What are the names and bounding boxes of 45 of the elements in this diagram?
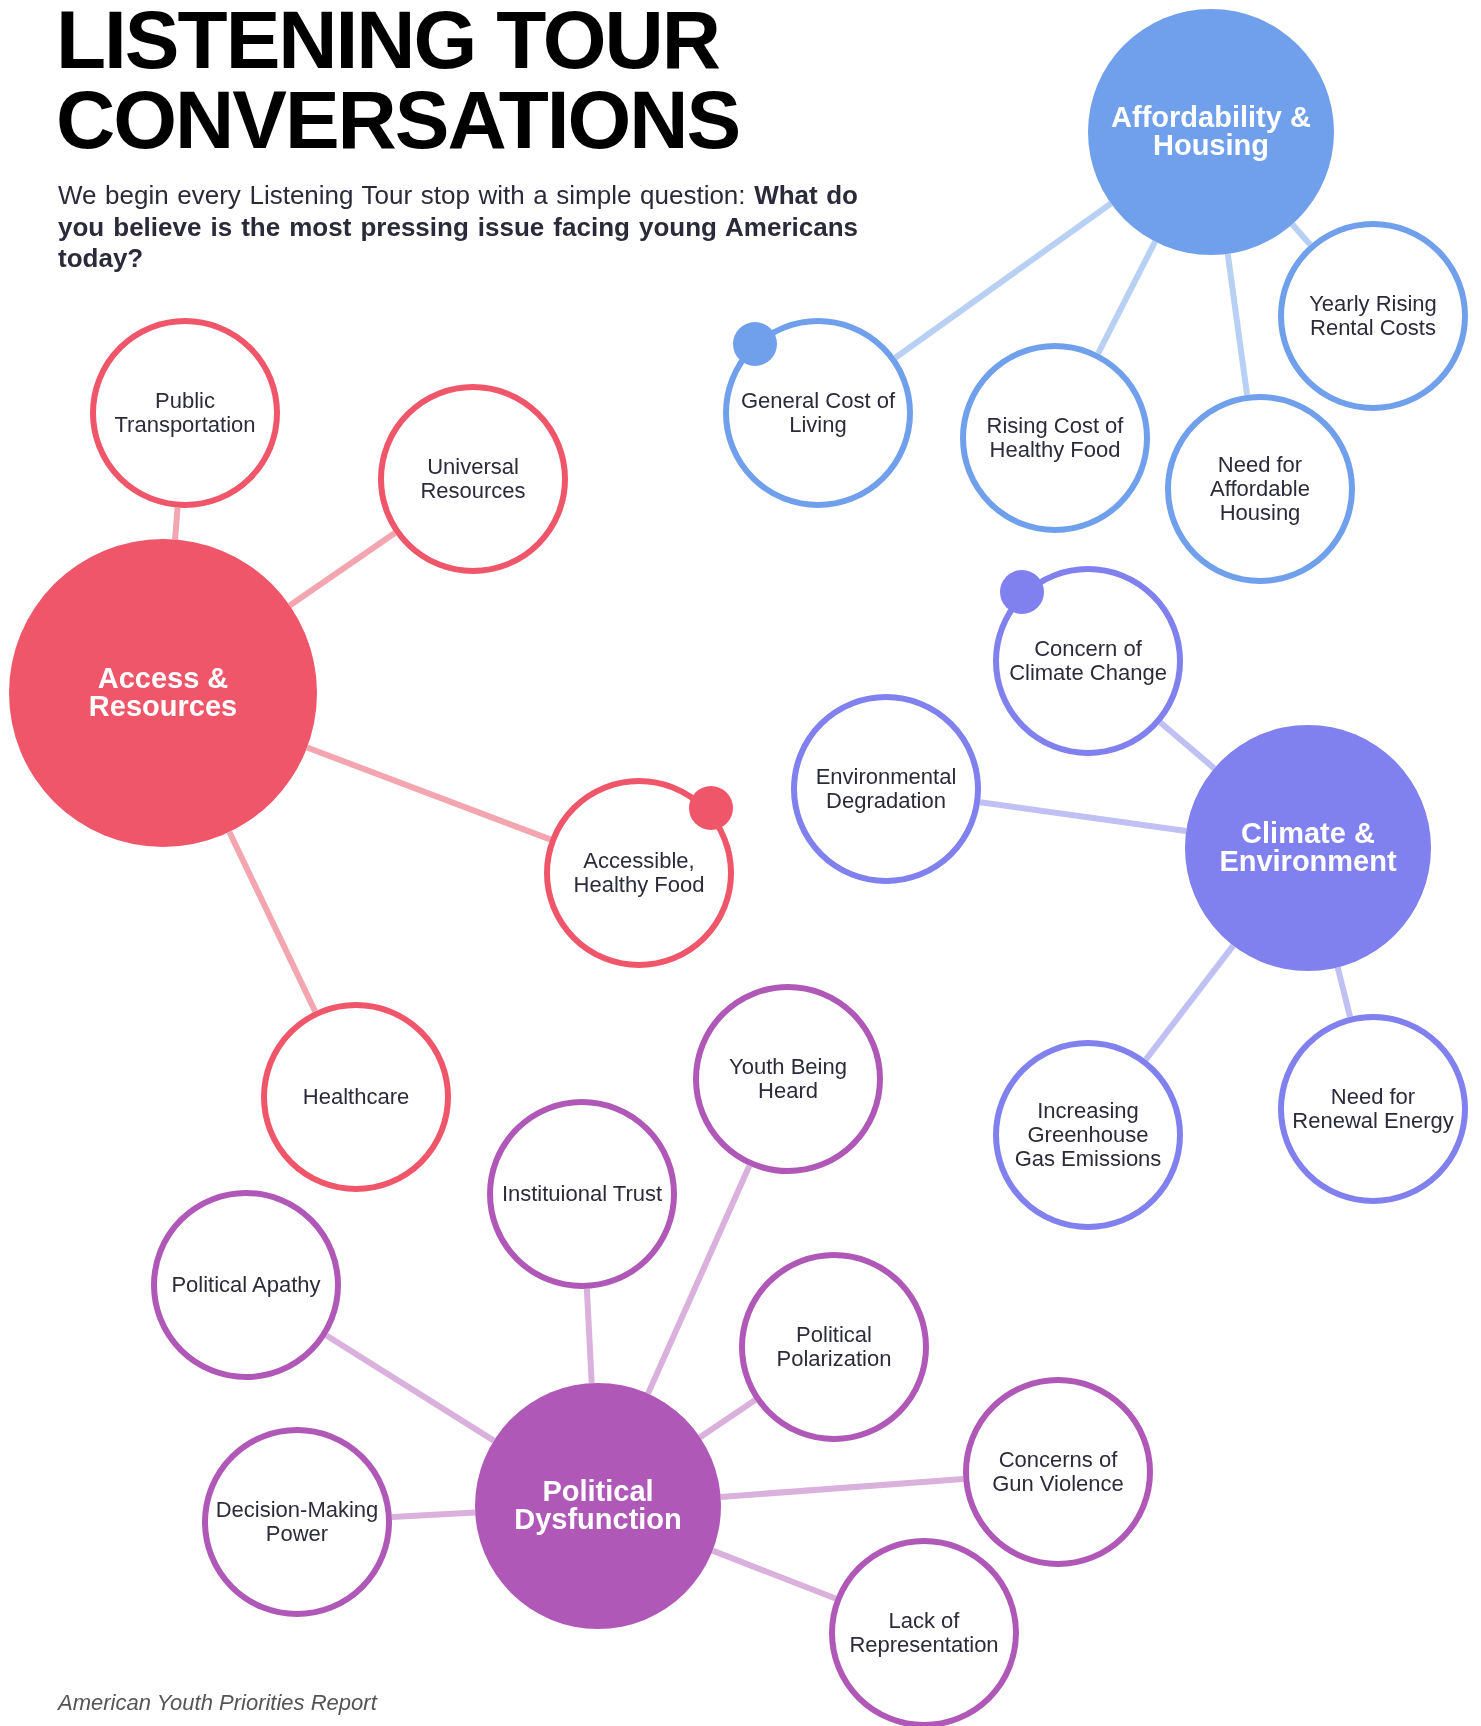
issue-label: Youth Being Heard [728, 1054, 848, 1104]
connector-line [720, 1476, 964, 1500]
issue-label: Lack of Representation [848, 1608, 1000, 1658]
issue-label: Healthcare [301, 1084, 411, 1110]
connector-line [583, 1288, 595, 1384]
connector-line [226, 830, 318, 1013]
issue-label: Political Apathy [170, 1272, 322, 1298]
connector-line [1095, 240, 1158, 355]
connector-line [172, 507, 181, 540]
issue-label: Concerns of Gun Violence [991, 1447, 1125, 1497]
connector-line [1158, 720, 1217, 771]
connector-line [288, 530, 397, 608]
hub-label: Climate & Environment [1218, 820, 1398, 876]
hub-label: Access & Resources [87, 665, 239, 721]
intro-paragraph: We begin every Listening Tour stop with a simple question: What do you believe is the most pressing issue facing young Americans today? [58, 180, 858, 276]
issue-label: Need for Renewal Energy [1291, 1084, 1455, 1134]
issue-label: Concern of Climate Change [1008, 636, 1168, 686]
connector-line [324, 1332, 496, 1444]
issue-label: General Cost of Living [739, 388, 897, 438]
issue-label: Environmental Degradation [814, 764, 958, 814]
connector-line [893, 201, 1113, 361]
issue-label: Need for Affordable Housing [1209, 452, 1311, 526]
source-caption: American Youth Priorities Report [58, 1690, 377, 1716]
issue-label: Increasing Greenhouse Gas Emissions [1013, 1098, 1163, 1172]
connector-line [305, 744, 552, 843]
connector-line [1143, 943, 1236, 1062]
connector-line [1224, 253, 1251, 396]
connector-line [711, 1547, 837, 1602]
connector-line [391, 1509, 476, 1520]
issue-label: Political Polarization [775, 1322, 893, 1372]
title: LISTENING TOUR CONVERSATIONS [56, 0, 741, 161]
connector-line [645, 1164, 753, 1395]
issue-label: Public Transportation [113, 388, 257, 438]
connector-line [979, 799, 1187, 834]
issue-label: Accessible, Healthy Food [572, 848, 706, 898]
issue-label: Universal Resources [419, 454, 527, 504]
connector-line [698, 1397, 757, 1440]
issue-label: Decision-Making Power [215, 1497, 379, 1547]
issue-label: Instituional Trust [500, 1181, 664, 1207]
issue-label: Yearly Rising Rental Costs [1308, 291, 1438, 341]
hub-label: Political Dysfunction [513, 1478, 683, 1534]
connector-line [1290, 222, 1313, 247]
connector-line [1334, 966, 1353, 1018]
hub-label: Affordability & Housing [1111, 104, 1311, 160]
issue-label: Rising Cost of Healthy Food [985, 413, 1125, 463]
